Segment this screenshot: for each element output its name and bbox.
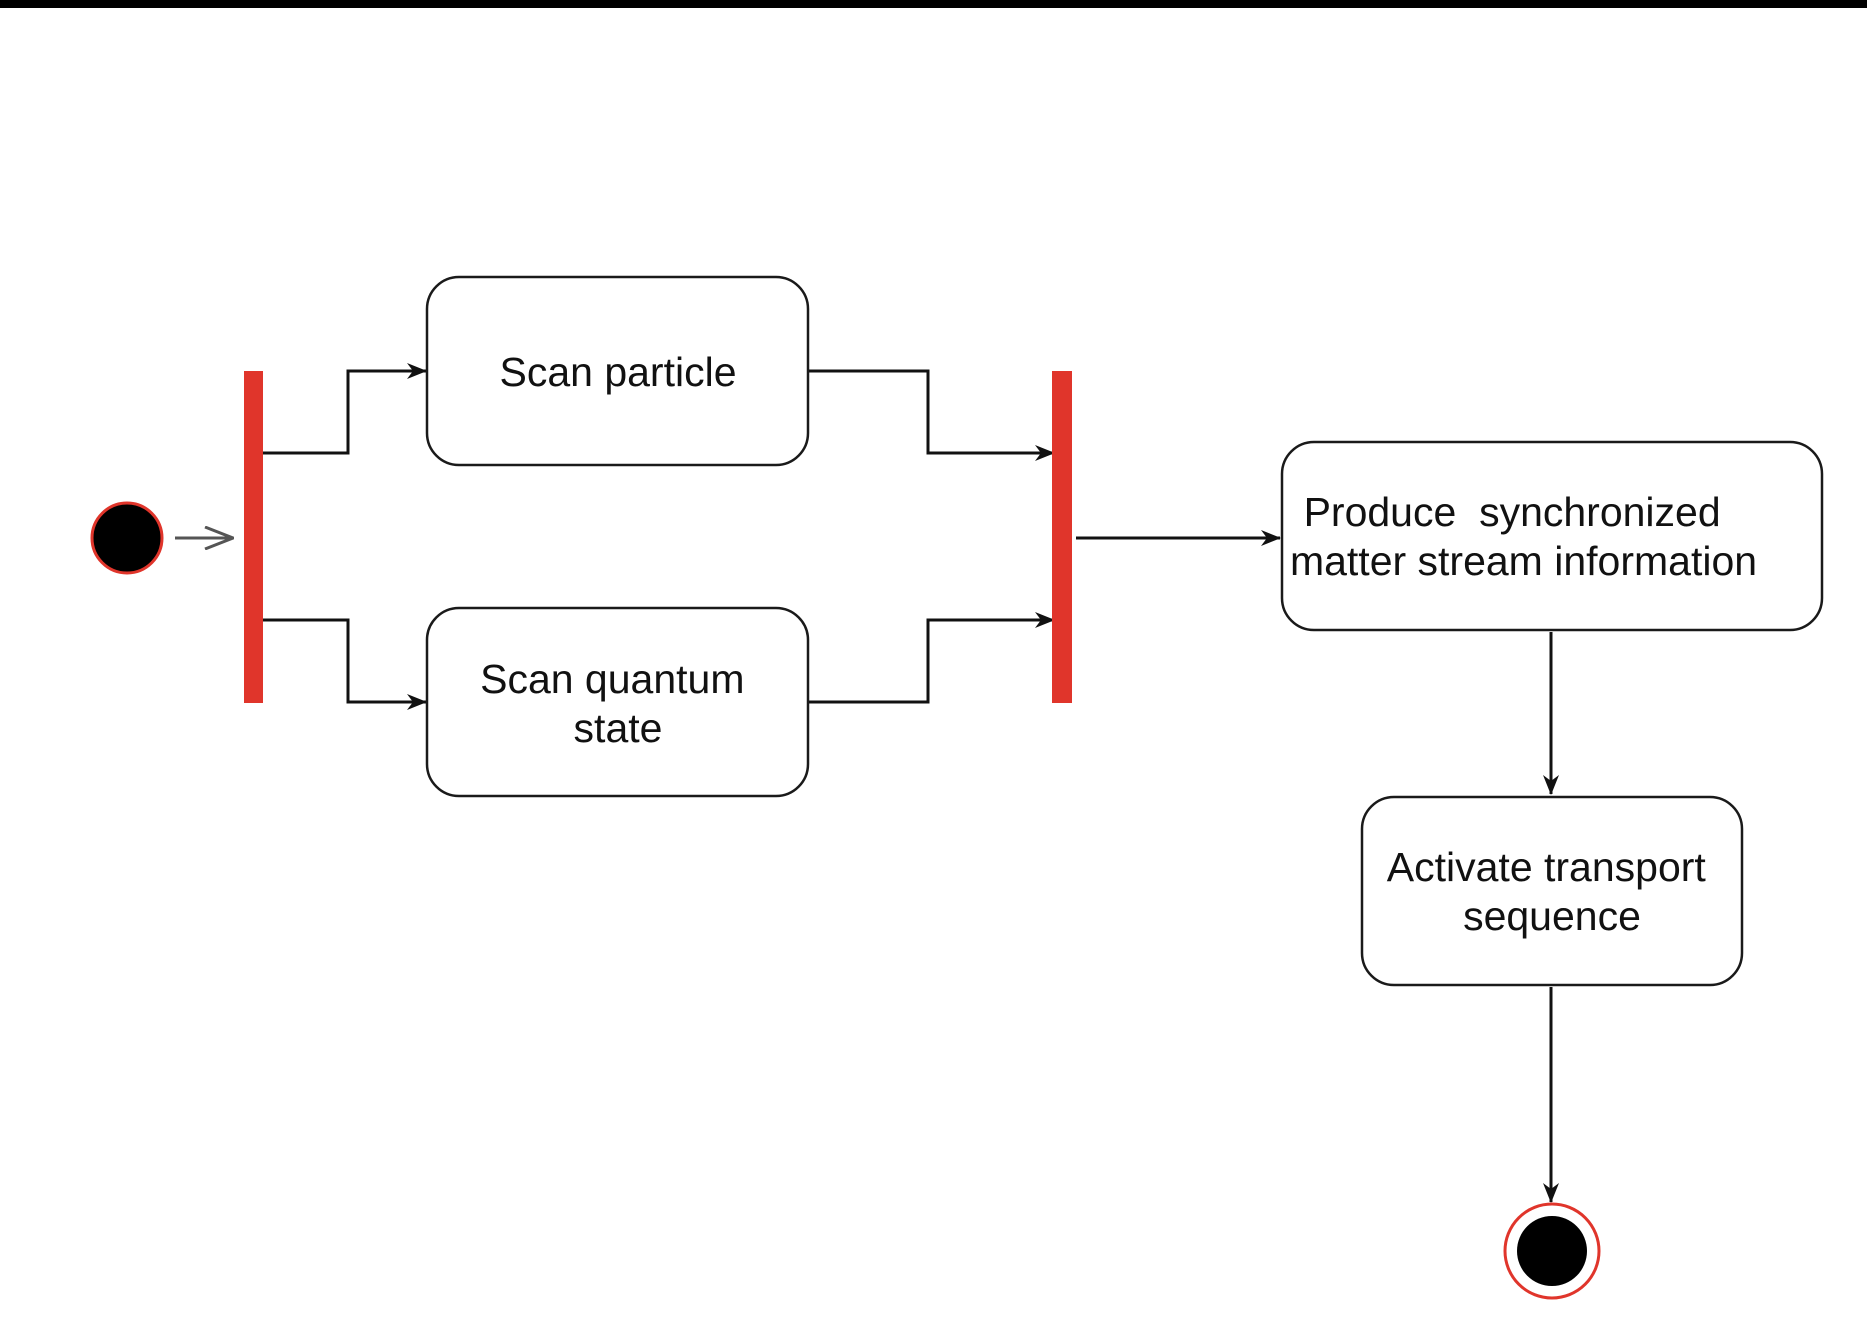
initial-node (90, 501, 164, 575)
action-scan-particle: Scan particle (425, 275, 810, 467)
join-bar (1052, 371, 1072, 703)
activate-label-line-1: Activate transport (1387, 844, 1707, 890)
action-box (1280, 440, 1824, 632)
action-box (425, 275, 810, 467)
top-border-bar (0, 0, 1867, 8)
action-activate-transport-sequence: Activate transport sequence (1360, 795, 1744, 987)
edge-fork-to-scan-particle (262, 363, 427, 455)
scan-quantum-label-line-2: state (574, 705, 663, 751)
action-box (1360, 795, 1744, 987)
svg-text:Produce synchronized ma: Produce synchronized matter stream infor… (1290, 489, 1814, 584)
action-produce-synchronized-matter-stream: Produce synchronized matter stream infor… (1280, 440, 1824, 632)
scan-quantum-label-line-1: Scan quantum (480, 656, 744, 702)
fork-bar (244, 371, 263, 703)
edges (175, 363, 1559, 1203)
produce-label-line-2: matter stream information (1290, 538, 1757, 584)
action-scan-quantum-state: Scan quantum state (425, 606, 810, 798)
final-node (1503, 1202, 1601, 1300)
scan-particle-label: Scan particle (499, 349, 736, 395)
produce-label-line-1: Produce synchronized (1304, 489, 1721, 535)
svg-text:Scan quantum state: Scan quantum state (480, 656, 756, 751)
final-node-core (1517, 1216, 1587, 1286)
edge-fork-to-scan-quantum (262, 618, 427, 710)
action-box (425, 606, 810, 798)
svg-text:Scan particle: Scan particle (499, 349, 736, 395)
svg-text:Activate transport seque: Activate transport sequence (1387, 844, 1717, 939)
edge-scan-particle-to-join (808, 369, 1055, 461)
edge-scan-quantum-to-join (808, 612, 1055, 704)
activate-label-line-2: sequence (1463, 893, 1641, 939)
